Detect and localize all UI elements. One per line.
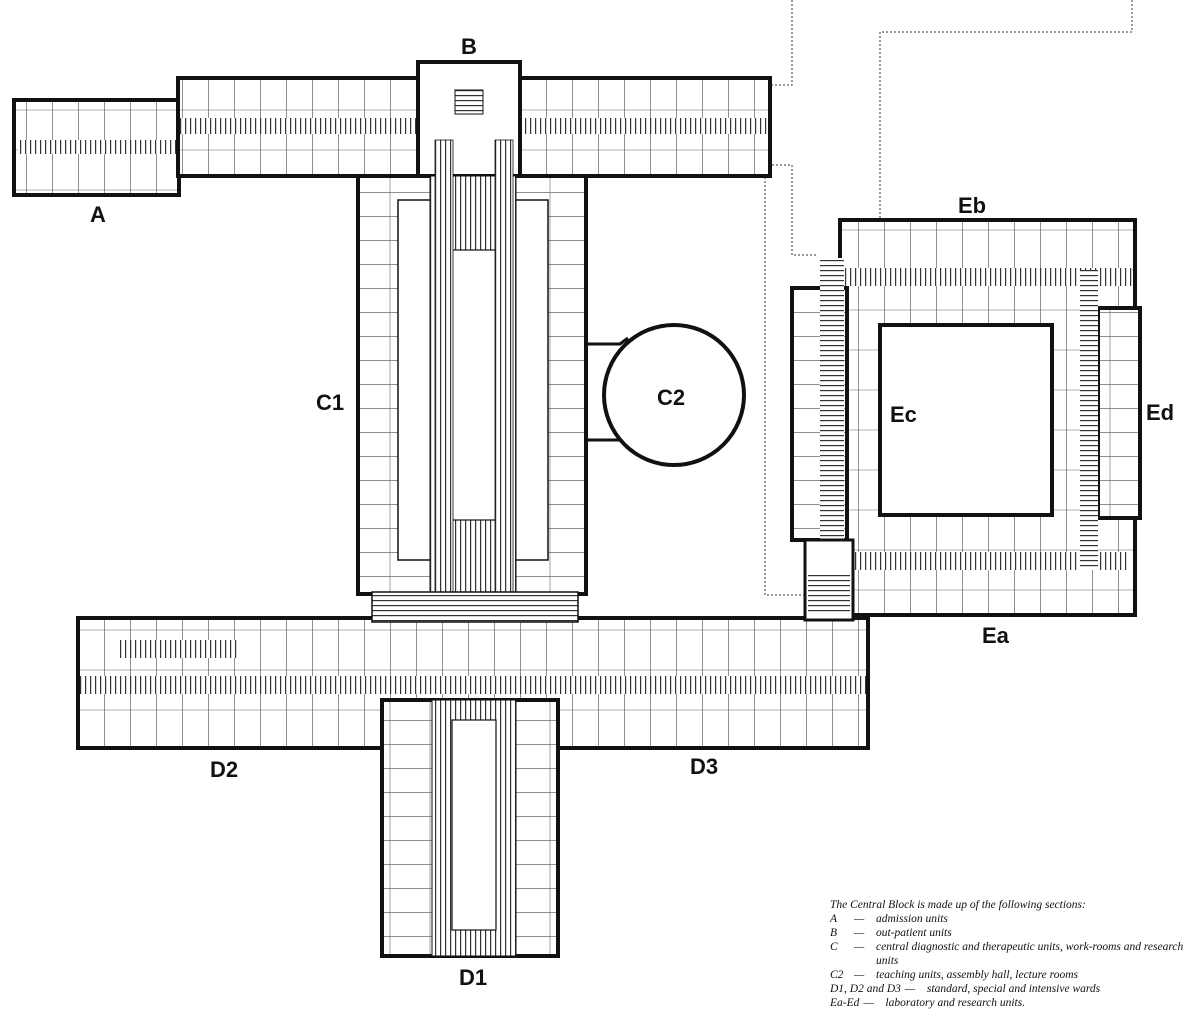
legend-code: C2 xyxy=(830,969,844,981)
legend-row: A — admission units xyxy=(830,912,1190,926)
legend-row: B — out-patient units xyxy=(830,926,1190,940)
label-eb: Eb xyxy=(958,193,986,218)
label-d1: D1 xyxy=(459,965,487,990)
c2-lecture-hall xyxy=(602,323,746,467)
label-d2: D2 xyxy=(210,757,238,782)
legend-row: C2 — teaching units, assembly hall, lect… xyxy=(830,968,1190,982)
legend-desc: out-patient units xyxy=(876,927,952,939)
legend-code: B xyxy=(830,927,838,939)
wing-c1 xyxy=(356,174,588,596)
legend: The Central Block is made up of the foll… xyxy=(830,898,1190,1010)
legend-desc: admission units xyxy=(876,913,948,925)
legend-desc: laboratory and research units. xyxy=(885,997,1026,1009)
legend-dash: — xyxy=(854,969,865,981)
label-b: B xyxy=(461,34,477,59)
legend-code: C xyxy=(830,941,838,953)
legend-dash: — xyxy=(863,997,874,1009)
label-a: A xyxy=(90,202,106,227)
label-ed: Ed xyxy=(1146,400,1174,425)
label-ea: Ea xyxy=(982,623,1010,648)
legend-dash: — xyxy=(854,927,865,939)
legend-row: Ea-Ed — laboratory and research units. xyxy=(830,996,1190,1010)
legend-dash: — xyxy=(854,913,865,925)
wing-e xyxy=(790,218,1142,622)
legend-code: Ea-Ed xyxy=(830,997,860,1009)
legend-row: C — central diagnostic and therapeutic u… xyxy=(830,940,1190,968)
label-c2: C2 xyxy=(657,385,685,410)
legend-code: D1, D2 and D3 xyxy=(830,983,901,995)
legend-desc: teaching units, assembly hall, lecture r… xyxy=(876,969,1078,981)
wing-d1 xyxy=(380,698,560,958)
legend-dash: — xyxy=(854,941,865,953)
legend-dash: — xyxy=(904,983,916,995)
site-boundary xyxy=(764,0,1133,596)
legend-desc: central diagnostic and therapeutic units… xyxy=(876,941,1184,967)
crossing-node xyxy=(371,591,579,623)
legend-row: D1, D2 and D3 — standard, special and in… xyxy=(830,982,1190,996)
legend-code: A xyxy=(830,913,838,925)
label-ec: Ec xyxy=(890,402,917,427)
label-d3: D3 xyxy=(690,754,718,779)
legend-desc: standard, special and intensive wards xyxy=(926,983,1101,995)
legend-title: The Central Block is made up of the foll… xyxy=(830,899,1086,911)
label-c1: C1 xyxy=(316,390,344,415)
wing-a xyxy=(12,98,181,197)
